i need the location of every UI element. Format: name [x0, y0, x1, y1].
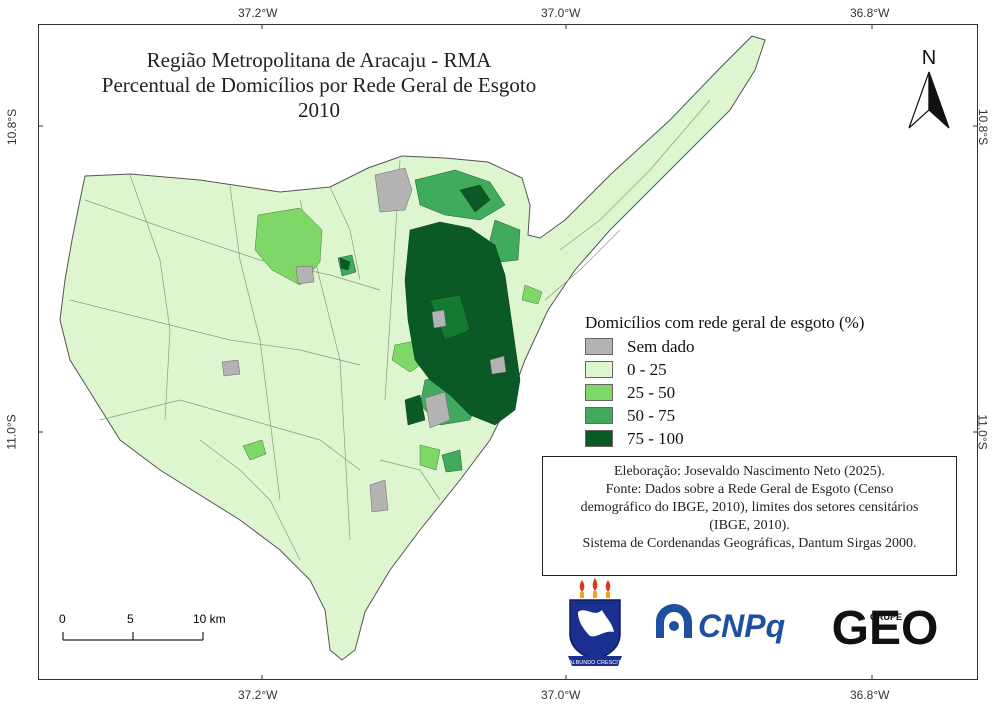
ufs-logo: ALBUNDO CRESCIT: [560, 576, 630, 668]
scale-label-0: 0: [59, 612, 66, 626]
legend-swatch: [585, 361, 613, 378]
legend-label: 50 - 75: [627, 405, 676, 425]
scale-label-5: 5: [127, 612, 134, 626]
legend-item: 50 - 75: [585, 404, 864, 427]
legend-label: 75 - 100: [627, 428, 684, 448]
graticule-bottom-2: 37.0°W: [541, 688, 581, 702]
patch-sem-dado-north: [374, 167, 413, 213]
legend-swatch: [585, 430, 613, 447]
legend: Domicílios com rede geral de esgoto (%) …: [585, 313, 864, 450]
graticule-bottom-3: 36.8°W: [850, 688, 890, 702]
credits-line: Fonte: Dados sobre a Rede Geral de Esgot…: [605, 482, 894, 497]
map-title-line-3: 2010: [298, 98, 340, 122]
legend-item: 0 - 25: [585, 358, 864, 381]
legend-label: Sem dado: [627, 336, 695, 356]
graticule-bottom-1: 37.2°W: [238, 688, 278, 702]
grupo-geo-wordmark: GEO: [832, 602, 939, 652]
legend-item: 25 - 50: [585, 381, 864, 404]
legend-label: 0 - 25: [627, 359, 667, 379]
scale-bar: 0 5 10 km: [55, 608, 255, 648]
credits-line: demográfico do IBGE, 2010), limites dos …: [580, 500, 919, 515]
legend-label: 25 - 50: [627, 382, 676, 402]
cnpq-icon: CNPq: [656, 604, 785, 644]
grupo-geo-icon: GEO GRUPE: [832, 602, 939, 655]
credits-box: Eleboração: Josevaldo Nascimento Neto (2…: [542, 456, 957, 576]
graticule-top-1: 37.2°W: [238, 6, 278, 20]
ufs-crest-icon: ALBUNDO CRESCIT: [568, 578, 622, 666]
map-title: Região Metropolitana de Aracaju - RMA Pe…: [80, 48, 558, 123]
legend-swatch: [585, 338, 613, 355]
ufs-motto: ALBUNDO CRESCIT: [569, 660, 622, 666]
scale-label-10: 10 km: [193, 612, 226, 626]
cnpq-wordmark: CNPq: [698, 608, 785, 644]
north-arrow: N: [905, 46, 953, 130]
graticule-top-3: 36.8°W: [850, 6, 890, 20]
north-label: N: [922, 47, 936, 69]
legend-title: Domicílios com rede geral de esgoto (%): [585, 313, 865, 332]
credits-line: Eleboração: Josevaldo Nascimento Neto (2…: [614, 464, 885, 479]
grupo-geo-small: GRUPE: [870, 612, 902, 622]
north-arrow-icon: N: [908, 47, 950, 129]
map-title-line-2: Percentual de Domicílios por Rede Geral …: [101, 73, 537, 97]
map-title-line-1: Região Metropolitana de Aracaju - RMA: [146, 48, 492, 72]
legend-item: 75 - 100: [585, 427, 864, 450]
legend-swatch: [585, 407, 613, 424]
scale-bar-graphic: [62, 632, 204, 641]
credits-line: (IBGE, 2010).: [709, 518, 790, 533]
credits-line: Sistema de Cordenandas Geográficas, Dant…: [582, 536, 917, 551]
legend-swatch: [585, 384, 613, 401]
cnpq-logo: CNPq: [650, 600, 810, 650]
grupo-geo-logo: GEO GRUPE: [826, 598, 944, 655]
graticule-top-2: 37.0°W: [541, 6, 581, 20]
legend-item: Sem dado: [585, 335, 864, 358]
